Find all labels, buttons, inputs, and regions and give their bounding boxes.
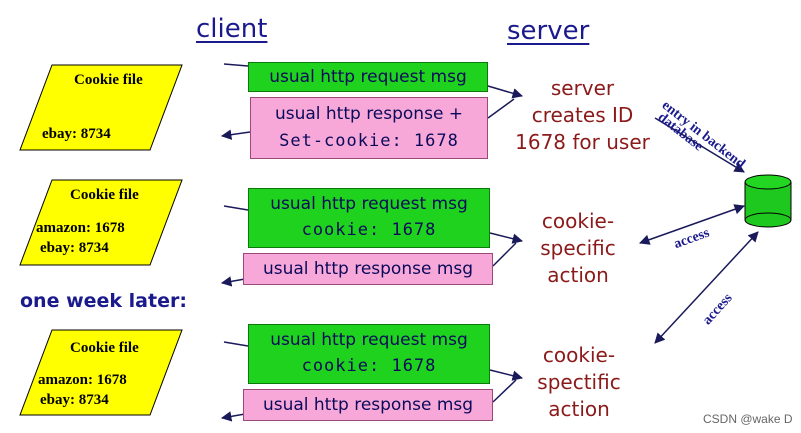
- cookie-file-3-shape: [19, 329, 183, 416]
- server-action-1-line-2: creates ID: [531, 103, 634, 127]
- request-msg-3: usual http request msg cookie: 1678: [248, 324, 490, 384]
- server-action-3-line-2: spectific: [537, 370, 621, 394]
- response-msg-1-line-1: usual http response +: [274, 104, 464, 124]
- request-msg-1: usual http request msg: [248, 62, 488, 92]
- server-action-1: server creates ID 1678 for user: [500, 75, 665, 156]
- arrow-access-2: [654, 231, 759, 344]
- cookie-file-1-line-1: ebay: 8734: [42, 126, 111, 142]
- server-action-3-line-1: cookie-: [542, 343, 616, 367]
- cookie-file-2-line-2: ebay: 8734: [40, 240, 109, 256]
- server-action-2-line-2: specific: [540, 236, 616, 260]
- cookie-file-3-line-1: amazon: 1678: [38, 372, 127, 388]
- server-action-2-line-3: action: [547, 263, 609, 287]
- server-action-3: cookie- spectific action: [520, 342, 638, 423]
- database-icon: [744, 174, 792, 228]
- arrow-create-entry: [654, 117, 745, 173]
- arrow-response-2: [220, 276, 246, 287]
- response-msg-2-line-1: usual http response msg: [262, 259, 474, 279]
- one-week-later-label: one week later:: [20, 290, 187, 312]
- arrow-request-1-in: [223, 63, 249, 67]
- request-msg-2-line-1: usual http request msg: [270, 194, 468, 214]
- server-action-3-line-3: action: [548, 397, 610, 421]
- response-msg-2: usual http response msg: [243, 253, 493, 285]
- arrow-response-1-right: [487, 98, 515, 119]
- arrow-response-2-right: [492, 242, 517, 267]
- response-msg-1: usual http response + Set-cookie: 1678: [250, 97, 488, 159]
- request-msg-2: usual http request msg cookie: 1678: [248, 188, 490, 248]
- arrow-request-2-out: [489, 232, 524, 244]
- server-heading: server: [507, 16, 590, 46]
- arrow-response-1: [220, 129, 251, 140]
- request-msg-2-line-2: cookie: 1678: [301, 220, 437, 240]
- response-msg-1-line-2: Set-cookie: 1678: [279, 131, 459, 151]
- arrow-request-3-in: [223, 341, 249, 347]
- cookie-file-2-shape: [19, 179, 183, 266]
- watermark: CSDN @wake D: [703, 412, 793, 426]
- request-msg-3-line-1: usual http request msg: [270, 330, 468, 350]
- arrow-response-3: [220, 411, 246, 422]
- server-action-2-line-1: cookie-: [541, 209, 615, 233]
- arrow-request-2-in: [223, 205, 249, 211]
- response-msg-3-line-1: usual http response msg: [262, 395, 474, 415]
- server-action-2: cookie- specific action: [522, 208, 634, 289]
- cookie-file-1-shape: [19, 64, 183, 151]
- cookie-file-1-title: Cookie file: [74, 72, 143, 88]
- server-action-1-line-1: server: [550, 76, 615, 100]
- request-msg-3-line-2: cookie: 1678: [301, 356, 437, 376]
- client-heading: client: [196, 14, 268, 44]
- arrow-request-3-out: [489, 369, 524, 381]
- request-msg-1-line-1: usual http request msg: [269, 67, 467, 87]
- arrow-response-3-right: [492, 379, 517, 403]
- cookie-file-2-line-1: amazon: 1678: [36, 220, 125, 236]
- cookie-file-3-title: Cookie file: [70, 340, 139, 356]
- arrow-request-1-out: [487, 85, 524, 99]
- cookie-file-3-line-2: ebay: 8734: [40, 392, 109, 408]
- cookie-file-2-title: Cookie file: [70, 187, 139, 203]
- server-action-1-line-3: 1678 for user: [515, 130, 650, 154]
- response-msg-3: usual http response msg: [243, 389, 493, 421]
